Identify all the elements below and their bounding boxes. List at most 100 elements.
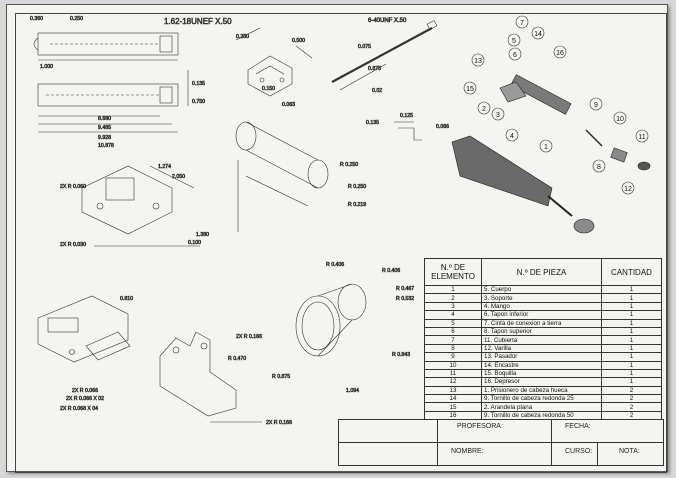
nota-label: NOTA: [619,448,640,455]
balloon-label: 3 [496,112,500,119]
rod-body [331,27,433,83]
bom-header: N.º DE ELEMENTO [424,258,482,286]
depresor-part [573,218,595,234]
handle-part [510,74,572,115]
bom-cell: 16. Depresor [481,377,602,387]
dim-label: R 0.250 [340,162,358,168]
balloon-label: 13 [474,58,482,65]
dim-label: 9.928 [98,135,111,141]
tube-iso-view [235,121,329,232]
bom-cell: 1 [601,343,662,354]
bom-cell: 2. Arandela plana [481,402,602,412]
balloon-group [463,15,649,195]
bom-cell: 1 [601,318,662,328]
bom-cell: 1 [601,377,662,387]
cap-iso-view [295,283,367,357]
body-top-end [159,35,173,53]
balloon [471,53,485,67]
bracket-inner [255,65,285,75]
cap-neck [337,283,367,321]
bom-cell: 1 [601,326,662,337]
bom-cell: 8 [424,343,482,354]
balloon-label: 16 [556,50,564,57]
balloon [635,129,649,143]
bom-cell: 12 [424,377,482,387]
bracket-hole [279,77,285,83]
balloon-label: 14 [534,31,542,38]
thread-note-1: 1.62-18UNEF X.50 [164,17,232,26]
balloon [589,97,603,111]
balloon [592,159,606,173]
bom-cell: 1 [601,352,662,362]
bom-cell: 8. Tapon superior [481,326,602,337]
bom-cell: 9 [424,352,482,362]
dim-label: 1.274 [158,164,171,170]
dim-label: 2X R 0.068 X 04 [60,406,98,412]
dim-label: R 0.467 [396,286,414,292]
balloon-label: 7 [520,20,524,27]
bom-cell: 11 [424,368,482,379]
balloon [539,139,553,153]
dim-label: 2X R 0.066 X 02 [66,396,104,402]
bom-cell: 3. Soporte [481,293,602,303]
cap-outer [295,295,341,357]
balloon-label: 2 [482,106,486,113]
dim-label: 0.810 [120,296,133,302]
bom-cell: 15. Boquilla [481,368,602,379]
balloon-label: 6 [513,52,517,59]
fecha-label: FECHA: [565,423,591,430]
body-part-views [33,32,189,133]
dim-line [295,45,313,59]
bom-cell: 6 [424,326,482,337]
dim-line [149,165,195,189]
clip-view [394,121,422,141]
bom-cell: 13 [424,385,482,396]
bom-cell: 9. Tornillo de cabeza redonda 25 [481,394,602,404]
cap-edge [317,283,353,297]
bom-cell: 5. Cuerpo [481,284,602,295]
thread-note-2: 6-40UNF X.50 [368,18,407,24]
block-hole [69,349,75,355]
tube-edge [245,149,319,189]
bracket-iso-view [235,27,313,97]
bom-cell: 4 [424,310,482,320]
body-bottom-outline [37,83,179,107]
block-iso-view [37,295,131,363]
bom-cell: 1 [601,360,662,370]
balloon [553,45,567,59]
balloon-label: 9 [594,102,598,109]
bom-cell: 1 [601,335,662,345]
dim-label: 0.125 [400,113,413,119]
bom-cell: 1 [601,301,662,312]
body-top-arc [33,37,39,51]
bom-cell: 3 [424,301,482,312]
dim-label: 0.135 [366,120,379,126]
dim-label: 0.875 [368,66,381,72]
dim-line [235,27,261,41]
bom-cell: 7 [424,335,482,345]
dim-label: 1.094 [346,388,359,394]
dim-label: 0.02 [372,88,382,94]
bom-cell: 2 [601,385,662,396]
dim-label: 2X R 0.030 [60,242,86,248]
dim-label: 0.360 [30,16,43,22]
nombre-label: NOMBRE: [451,448,484,455]
dim-label: 0.135 [192,81,205,87]
bom-header: CANTIDAD [601,258,662,286]
balloon-label: 11 [638,134,645,141]
block-slot [47,317,79,333]
dim-label: 9.485 [98,125,111,131]
dim-label: 1.380 [196,232,209,238]
dim-label: R 0.219 [348,202,366,208]
tube-edge [245,121,319,161]
base-iso-view [81,165,200,247]
bom-cell: 5 [424,318,482,328]
